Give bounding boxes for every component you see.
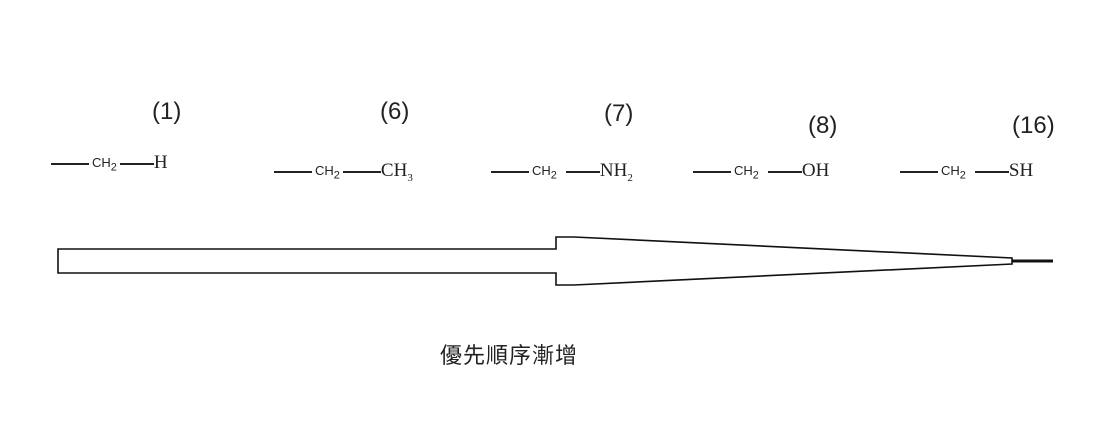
end-group-label: H [153,152,168,173]
bond [491,171,529,173]
bond [274,171,312,173]
end-group-label: OH [801,160,830,181]
atomic-number-label: (6) [380,98,410,125]
ch2-label: CH2 [734,162,759,182]
substituent-h: CH2 H [51,152,168,176]
end-group-label: NH2 [599,160,633,184]
bond [900,171,938,173]
bond [51,163,89,165]
ch2-label: CH2 [532,162,557,182]
atomic-number-label: (1) [152,98,182,125]
bond [767,171,802,173]
bond [565,171,600,173]
atomic-number-label: (16) [1012,112,1055,139]
caption: 優先順序漸增 [440,344,579,369]
bond [974,171,1009,173]
substituent-oh: CH2 OH [693,160,829,184]
substituent-ch3: CH2 CH3 [274,160,413,184]
substituent-sh: CH2 SH [900,160,1033,184]
ch2-label: CH2 [92,154,117,174]
substituent-nh2: CH2 NH2 [491,160,633,184]
ch2-label: CH2 [941,162,966,182]
bond [342,171,381,173]
atomic-number-label: (7) [604,100,634,127]
bond [119,163,154,165]
atomic-number-label: (8) [808,112,838,139]
arrow-outline [57,236,1013,286]
bond [693,171,731,173]
end-group-label: CH3 [380,160,413,184]
end-group-label: SH [1008,160,1034,181]
ch2-label: CH2 [315,162,340,182]
